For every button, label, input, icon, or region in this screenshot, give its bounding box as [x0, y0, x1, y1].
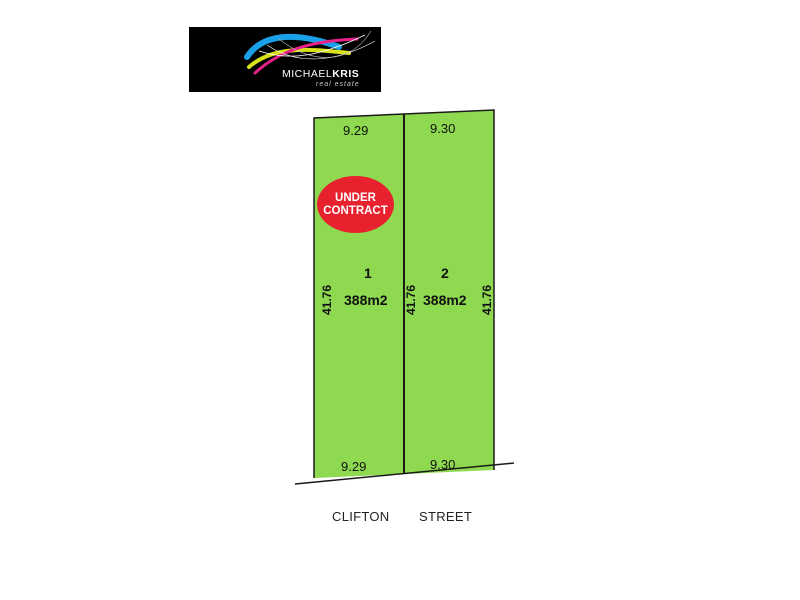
- lot-2-top-frontage: 9.30: [430, 121, 456, 136]
- lot-1-number: 1: [364, 265, 372, 281]
- logo-swirl-icon: [244, 30, 376, 75]
- street-name-clifton: CLIFTON: [332, 509, 390, 524]
- badge-line-2: CONTRACT: [323, 204, 388, 217]
- michaelkris-logo: MICHAELKRIS real estate: [189, 27, 381, 92]
- lot-1-left-depth: 41.76: [320, 284, 334, 316]
- lot-2-right-depth: 41.76: [480, 284, 494, 316]
- lot-2-area: 388m2: [423, 292, 467, 308]
- lot-1-top-frontage: 9.29: [343, 123, 369, 138]
- logo-tagline: real estate: [316, 81, 360, 88]
- street-name-street: STREET: [419, 509, 473, 524]
- lot-2-number: 2: [441, 265, 449, 281]
- lot-2-left-depth: 41.76: [404, 284, 418, 316]
- under-contract-badge: UNDER CONTRACT: [317, 176, 394, 233]
- lot-2-parcel: [404, 110, 494, 474]
- badge-line-1: UNDER: [335, 191, 376, 204]
- lot-2-bottom-frontage: 9.30: [430, 457, 456, 472]
- street-frontage-line: [294, 462, 515, 485]
- lot-1-bottom-frontage: 9.29: [341, 459, 367, 474]
- logo-wordmark: MICHAELKRIS: [282, 68, 360, 80]
- lot-1-area: 388m2: [344, 292, 388, 308]
